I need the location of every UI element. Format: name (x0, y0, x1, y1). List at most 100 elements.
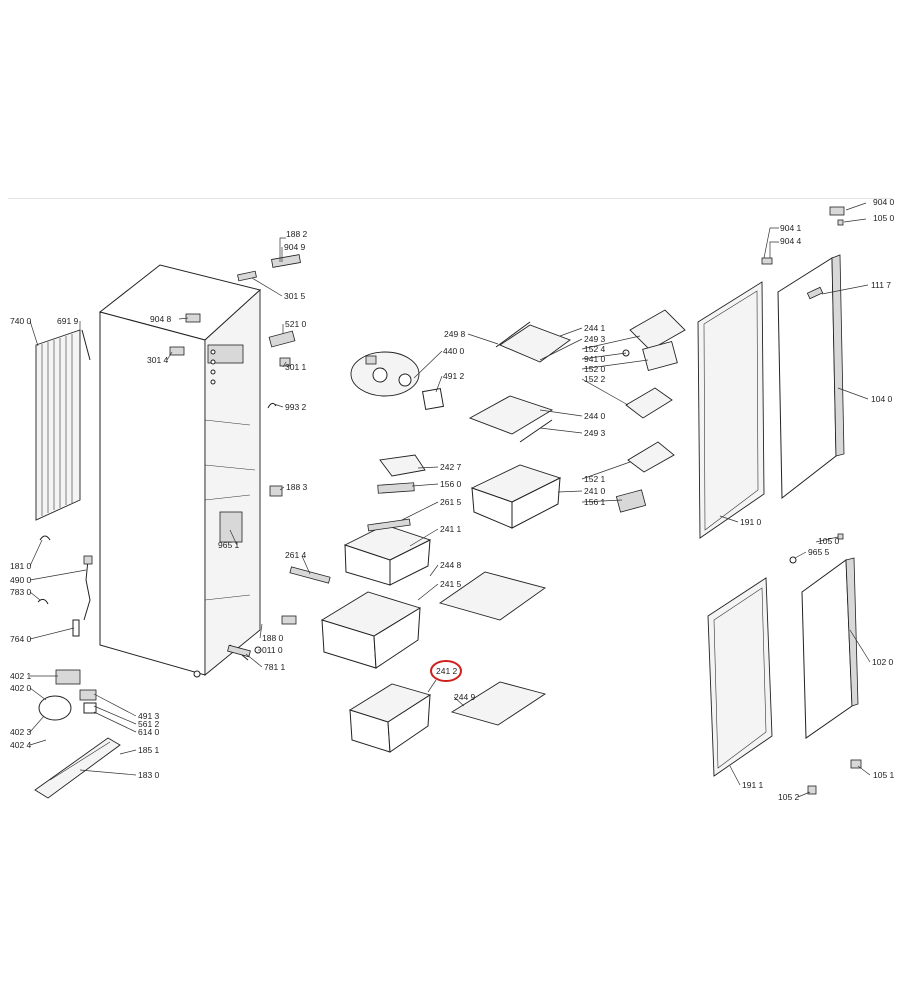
label-904-0: 904 0 (873, 197, 895, 207)
label-244-8: 244 8 (440, 560, 462, 570)
label-402-1: 402 1 (10, 671, 32, 681)
label-993-2: 993 2 (285, 402, 307, 412)
small-drawer-242-7 (377, 454, 426, 494)
egg-tray-156-1 (615, 489, 647, 513)
part-301-1 (279, 357, 291, 367)
part-181-0 (39, 535, 51, 541)
part-783-0 (37, 598, 49, 605)
highlight-ring (430, 660, 462, 682)
label-105-0: 105 0 (873, 213, 895, 223)
label-242-7: 242 7 (440, 462, 462, 472)
part-965-5 (789, 556, 797, 564)
label-191-0: 191 0 (740, 517, 762, 527)
part-188-0 (281, 615, 297, 625)
base-plate-183-0 (34, 737, 121, 799)
hinge-904-4 (761, 257, 773, 265)
part-904-8 (185, 313, 201, 323)
label-301-5: 301 5 (284, 291, 306, 301)
label-781-1: 781 1 (264, 662, 286, 672)
label-764-0: 764 0 (10, 634, 32, 644)
label-188-0: 188 0 (262, 633, 284, 643)
label-104-0: 104 0 (871, 394, 893, 404)
label-244-9: 244 9 (454, 692, 476, 702)
label-491-2: 491 2 (443, 371, 465, 381)
condenser-740-0 (35, 329, 91, 521)
label-301-1: 301 1 (285, 362, 307, 372)
part-993-2 (267, 402, 277, 409)
hinge-904-0 (829, 206, 845, 216)
label-244-1: 244 1 (584, 323, 606, 333)
label-152-4: 152 4 (584, 344, 606, 354)
label-181-0: 181 0 (10, 561, 32, 571)
control-module-440-0 (350, 351, 420, 397)
fridge-cabinet (98, 264, 262, 678)
label-965-5: 965 5 (808, 547, 830, 557)
label-156-0: 156 0 (440, 479, 462, 489)
part-301-4 (169, 346, 185, 356)
hinge-105-2 (807, 785, 817, 795)
label-152-2: 152 2 (584, 374, 606, 384)
label-941-0: 941 0 (584, 354, 606, 364)
freezer-glass-244-9 (450, 681, 547, 726)
part-188-2 (271, 254, 301, 268)
label-261-4: 261 4 (285, 550, 307, 560)
label-152-0: 152 0 (584, 364, 606, 374)
label-904-8: 904 8 (150, 314, 172, 324)
door-gasket-191-1 (707, 577, 773, 777)
compressor-402-0 (38, 669, 97, 721)
crisper-241-0 (470, 464, 562, 529)
label-249-8: 249 8 (444, 329, 466, 339)
part-188-3 (269, 485, 283, 497)
gasket-491-2 (421, 387, 445, 411)
cabinet-side-panel (99, 311, 206, 676)
shelf-glass-upper-244-1 (495, 321, 571, 363)
label-111-7: 111 7 (871, 280, 891, 290)
hinge-105-1 (850, 759, 862, 769)
label-740-0: 740 0 (10, 316, 32, 326)
label-241-5: 241 5 (440, 579, 462, 589)
label-261-5: 261 5 (440, 497, 462, 507)
label-249-3: 249 3 (584, 334, 606, 344)
label-185-1: 185 1 (138, 745, 160, 755)
wiring-harness-490-0 (83, 555, 93, 621)
label-904-1: 904 1 (780, 223, 802, 233)
label-241-2: 241 2 (436, 666, 458, 676)
label-691-9: 691 9 (57, 316, 79, 326)
label-241-0: 241 0 (584, 486, 606, 496)
leader-lines (29, 202, 871, 798)
fridge-door-104-0 (777, 254, 845, 500)
label-244-0: 244 0 (584, 411, 606, 421)
label-105-2: 105 2 (778, 792, 800, 802)
label-402-4: 402 4 (10, 740, 32, 750)
label-561-2: 561 2 (138, 719, 160, 729)
part-521-0 (268, 330, 296, 348)
label-188-2: 188 2 (286, 229, 308, 239)
part-261-4 (289, 566, 331, 584)
label-440-0: 440 0 (443, 346, 465, 356)
freezer-drawer-241-2 (348, 683, 432, 753)
label-102-0: 102 0 (872, 657, 894, 667)
label-402-0: 402 0 (10, 683, 32, 693)
label-156-1: 156 1 (584, 497, 606, 507)
part-781-1 (227, 644, 251, 658)
cabinet-control-unit (207, 344, 244, 364)
door-gasket-191-0 (697, 281, 765, 539)
cabinet-interior (204, 288, 261, 676)
rail-261-5 (367, 518, 411, 532)
label-105-1: 105 1 (873, 770, 895, 780)
door-bins-152 (615, 309, 686, 513)
label-521-0: 521 0 (285, 319, 307, 329)
label-490-0: 490 0 (10, 575, 32, 585)
part-labels: 904 0 105 0 904 1 904 4 111 7 104 0 191 … (10, 197, 895, 802)
label-965-1: 965 1 (218, 540, 240, 550)
cabinet-fan-unit (219, 511, 243, 543)
freezer-door-102-0 (801, 557, 859, 739)
label-904-9: 904 9 (284, 242, 306, 252)
label-183-0: 183 0 (138, 770, 160, 780)
shelf-glass-244-0 (468, 395, 554, 443)
label-241-1: 241 1 (440, 524, 462, 534)
crisper-241-1 (343, 518, 432, 586)
freezer-glass-244-8 (438, 571, 547, 621)
label-011-0: 011 0 (262, 645, 283, 655)
